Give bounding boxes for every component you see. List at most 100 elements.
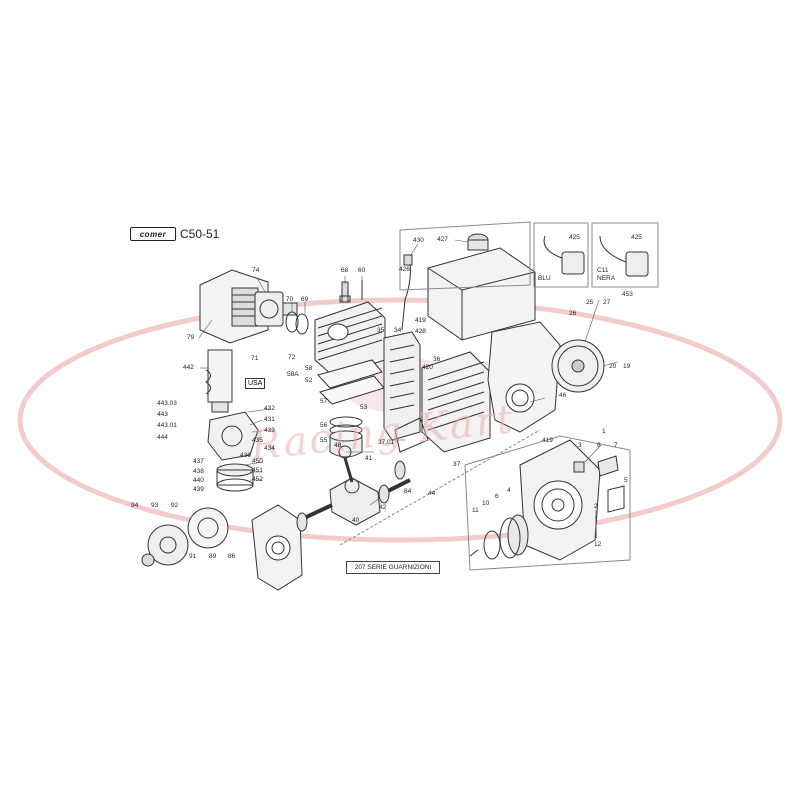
part-label: 94 bbox=[131, 502, 139, 509]
part-label: 425 bbox=[569, 234, 580, 241]
usa-label: USA bbox=[245, 378, 266, 389]
part-label: 86 bbox=[228, 553, 236, 560]
part-label: 432 bbox=[264, 405, 275, 412]
brand-logo: comer bbox=[130, 227, 176, 241]
air-filter-part bbox=[199, 269, 269, 344]
part-label: 5 bbox=[624, 477, 628, 484]
part-label: 40 bbox=[352, 517, 360, 524]
nera-label-1: C11 bbox=[597, 267, 609, 274]
tank-group-outline bbox=[399, 221, 531, 291]
starter-spring-part bbox=[483, 530, 501, 560]
part-label: 19 bbox=[623, 363, 631, 370]
carb-detail-group bbox=[205, 349, 233, 413]
part-label: 20 bbox=[609, 363, 617, 370]
part-label: 46 bbox=[559, 392, 567, 399]
part-label: 93 bbox=[151, 502, 159, 509]
part-label: 435 bbox=[252, 437, 263, 444]
part-label: 4 bbox=[507, 487, 511, 494]
bearing-84 bbox=[394, 460, 406, 480]
bearing-42 bbox=[378, 484, 390, 504]
part-label: 12 bbox=[594, 541, 602, 548]
clutch-shoes-part bbox=[187, 507, 229, 549]
part-label: 2 bbox=[594, 503, 598, 510]
clutch-drum-part bbox=[141, 524, 189, 567]
part-label: 58 bbox=[305, 365, 313, 372]
crankcase-half-left bbox=[251, 504, 303, 591]
part-label: 36 bbox=[433, 356, 441, 363]
part-label: 419 bbox=[415, 317, 426, 324]
part-label: 37 bbox=[453, 461, 461, 468]
part-label: 58A bbox=[287, 371, 299, 378]
part-label: 443.03 bbox=[157, 400, 177, 407]
part-label: 41 bbox=[365, 455, 373, 462]
model-title: C50-51 bbox=[180, 227, 220, 241]
fuel-tap-430 bbox=[403, 254, 413, 266]
part-label: 419 bbox=[542, 437, 553, 444]
muffler-part bbox=[421, 351, 491, 453]
part-label: 53 bbox=[360, 404, 368, 411]
part-label: 25 bbox=[586, 299, 594, 306]
part-label: 69 bbox=[301, 296, 309, 303]
assembly-axis-line bbox=[339, 429, 541, 546]
part-label: 7 bbox=[614, 442, 618, 449]
part-label: 10 bbox=[482, 500, 490, 507]
part-label: 425 bbox=[631, 234, 642, 241]
part-label: 72 bbox=[288, 354, 296, 361]
crankcase-half-right bbox=[487, 321, 561, 433]
part-label: 92 bbox=[171, 502, 179, 509]
part-label: 1 bbox=[602, 428, 606, 435]
part-label: 420 bbox=[422, 364, 433, 371]
part-label: 68 bbox=[341, 267, 349, 274]
gasket-69 bbox=[295, 313, 309, 335]
part-label: 57 bbox=[320, 398, 328, 405]
ignition-coil-nera bbox=[599, 235, 649, 277]
part-label: 79 bbox=[187, 334, 195, 341]
carb-body-part bbox=[207, 411, 259, 461]
part-label: 60 bbox=[358, 267, 366, 274]
fuel-line-part bbox=[401, 261, 411, 331]
part-label: 6 bbox=[495, 493, 499, 500]
part-label: 431 bbox=[264, 416, 275, 423]
part-label: 433 bbox=[264, 427, 275, 434]
starter-cover-plate bbox=[607, 485, 625, 513]
part-label: 52 bbox=[305, 377, 313, 384]
part-label: 37.01 bbox=[378, 439, 395, 446]
part-label: 55 bbox=[320, 437, 328, 444]
ignition-coil-blu bbox=[543, 235, 585, 275]
part-label: 71 bbox=[251, 355, 259, 362]
part-label: 443.01 bbox=[157, 422, 177, 429]
part-label: 444 bbox=[157, 434, 168, 441]
part-label: 3 bbox=[578, 442, 582, 449]
part-label: 427 bbox=[437, 236, 448, 243]
fuel-tank-part bbox=[427, 233, 536, 341]
nera-coil-box bbox=[591, 222, 659, 288]
part-label: 91 bbox=[189, 553, 197, 560]
part-label: 436 bbox=[240, 452, 251, 459]
starter-bolt-part bbox=[469, 549, 479, 557]
leader-lines bbox=[198, 239, 619, 538]
part-label: 34 bbox=[394, 327, 402, 334]
part-label: 453 bbox=[622, 291, 633, 298]
part-label: 451 bbox=[252, 467, 263, 474]
part-label: 8 bbox=[597, 442, 601, 449]
part-label: 56 bbox=[320, 422, 328, 429]
part-label: 442 bbox=[183, 364, 194, 371]
part-label: 450 bbox=[252, 458, 263, 465]
exhaust-bracket-part bbox=[394, 417, 429, 453]
part-label: 438 bbox=[193, 468, 204, 475]
starter-housing-part bbox=[519, 439, 601, 561]
flywheel-part bbox=[551, 339, 605, 393]
blu-coil-box bbox=[533, 222, 589, 288]
part-label: 439 bbox=[193, 486, 204, 493]
carb-lower-part bbox=[216, 463, 254, 492]
part-label: 426 bbox=[399, 266, 410, 273]
diagram-header: comer C50-51 bbox=[130, 227, 219, 241]
part-label: 452 bbox=[252, 476, 263, 483]
starter-pulley-part bbox=[499, 514, 529, 559]
carburetor-part bbox=[254, 291, 298, 327]
cylinder-gasket bbox=[317, 359, 383, 389]
part-label: 434 bbox=[264, 445, 275, 452]
part-label: 428 bbox=[415, 328, 426, 335]
starter-pawl-part bbox=[573, 461, 585, 473]
